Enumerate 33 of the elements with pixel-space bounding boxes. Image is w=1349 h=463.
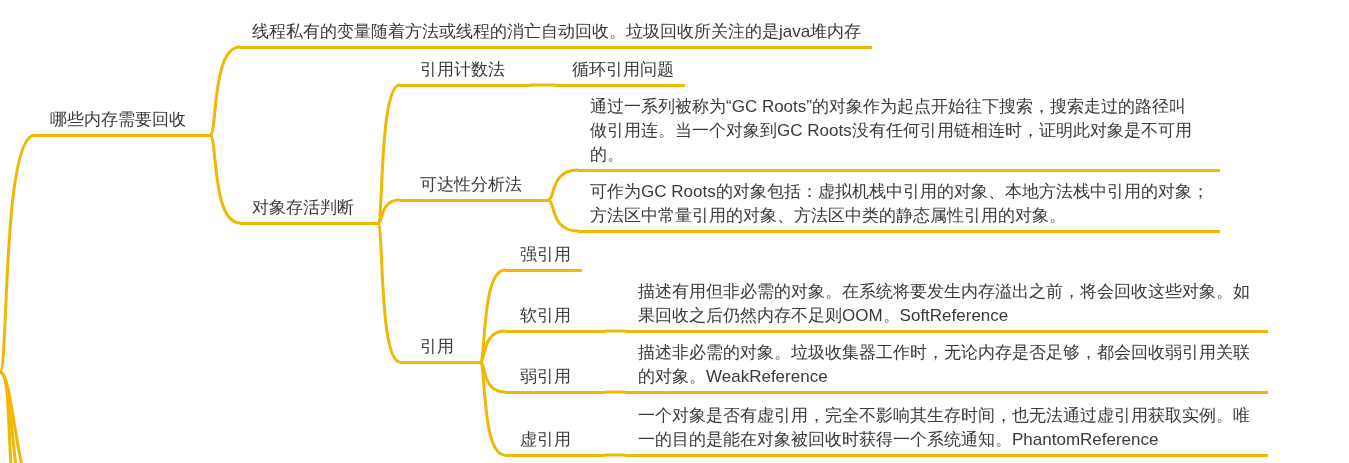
topic-text: 可作为GC Roots的对象包括：虚拟机栈中引用的对象、本地方法栈中引用的对象；方法区中常量引用的对象、方法区中类的静态属性引用的对象。	[590, 180, 1210, 227]
topic-text: 对象存活判断	[252, 196, 355, 219]
connector-line	[478, 268, 506, 363]
topic-text: 引用计数法	[420, 58, 506, 81]
topic-text: 强引用	[520, 243, 572, 266]
topic-text: 哪些内存需要回收	[50, 108, 187, 131]
topic-text: 弱引用	[520, 365, 572, 388]
connector-line	[208, 45, 241, 136]
connector-line	[377, 198, 401, 225]
topic-text: 循环引用问题	[572, 58, 675, 81]
connector-line	[479, 329, 506, 364]
topic-node	[625, 403, 1268, 457]
connector-line	[530, 83, 555, 87]
connector-line	[376, 222, 401, 364]
topic-text: 可达性分析法	[420, 173, 523, 196]
topic-text: 描述非必需的对象。垃圾收集器工作时，无论内存是否足够，都会回收弱引用关联的对象。WeakReference	[638, 341, 1251, 388]
topic-text: 通过一系列被称为“GC Roots”的对象作为起点开始往下搜索，搜索走过的路径叫做引用连。当一个对象到GC Roots没有任何引用链相连时，证明此对象是不可用的。	[590, 95, 1193, 166]
connector-line	[479, 360, 506, 394]
topic-text: 一个对象是否有虚引用，完全不影响其生存时间，也无法通过虚引用获取实例。唯一的目的是能在对象被回收时获得一个系统通知。PhantomReference	[638, 404, 1251, 451]
connector-line	[478, 361, 506, 457]
topic-node	[625, 279, 1268, 333]
connector-line	[208, 134, 241, 225]
topic-text: 线程私有的变量随着方法或线程的消亡自动回收。垃圾回收所关注的是java堆内存	[252, 20, 863, 43]
connector-line	[605, 329, 625, 333]
topic-text: 描述有用但非必需的对象。在系统将要发生内存溢出之前，将会回收这些对象。如果回收之后仍然内存不足则OOM。SoftReference	[638, 280, 1251, 327]
connector-line	[0, 133, 36, 373]
topic-text: 软引用	[520, 304, 572, 327]
topic-text: 虚引用	[520, 428, 572, 451]
connector-line	[605, 453, 625, 457]
connector-line	[376, 83, 401, 224]
topic-text: 引用	[420, 335, 455, 358]
topic-node	[240, 19, 872, 49]
connector-line	[605, 390, 625, 394]
